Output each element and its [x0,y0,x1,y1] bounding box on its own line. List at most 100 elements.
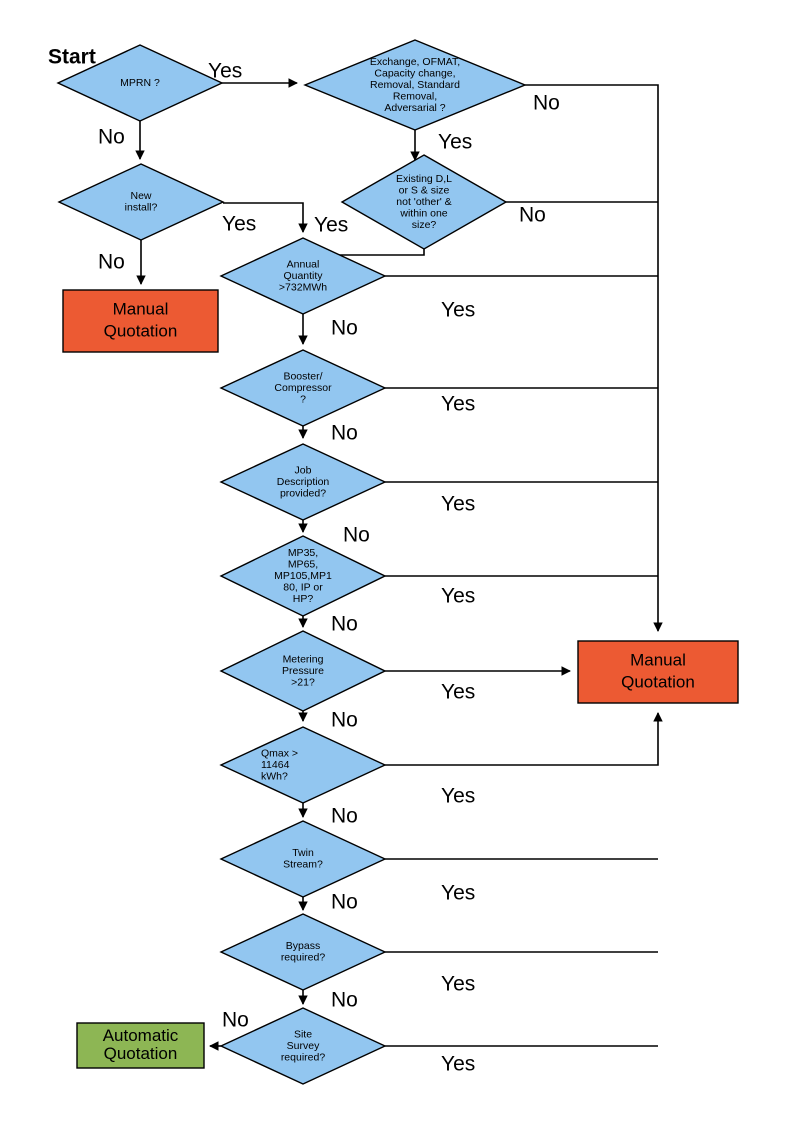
edge-label-annual-no: No [331,317,358,340]
decision-label-line: Capacity change, [374,67,455,79]
edge-label-exchange-yes: Yes [438,131,472,154]
decision-label-line: not 'other' & [396,196,451,208]
decision-shape [219,1007,387,1085]
decision-label-line: Survey [287,1040,320,1052]
flow-connector [223,202,308,233]
decision-node-booster-compressor[interactable]: Booster/Compressor? [219,349,387,427]
decision-label-line: Bypass [286,940,320,952]
decision-label-line: Job [295,464,312,476]
decision-shape [219,726,387,804]
decision-label-line: 80, IP or [283,581,323,593]
decision-label-line: Pressure [282,665,324,677]
decision-shape [56,44,224,122]
terminal-shape [62,289,219,353]
edge-label-site-survey-yes: Yes [441,1053,475,1076]
terminal-label-line: Quotation [621,672,695,691]
edge-label-mprn-yes: Yes [208,60,242,83]
decision-shape [219,237,387,315]
flow-connector [303,249,425,256]
decision-label-line: MP65, [288,558,318,570]
decision-label-line: MP35, [288,547,318,559]
decision-label-line: MPRN ? [120,77,160,89]
edge-label-existing-no: No [519,204,546,227]
decision-label-line: or S & size [399,184,450,196]
edge-label-booster-no: No [331,422,358,445]
decision-shape [57,163,225,241]
decision-shape [340,154,508,250]
nodes-layer: MPRN ?Exchange, OFMAT,Capacity change,Re… [56,39,739,1085]
edge-label-mp-yes: Yes [441,585,475,608]
flow-connector [525,84,663,632]
decision-shape [219,349,387,427]
decision-label-line: >732MWh [279,281,327,293]
decision-label-line: size? [412,219,437,231]
decision-shape [219,535,387,617]
decision-label-line: provided? [280,487,326,499]
decision-label-line: required? [281,952,326,964]
decision-label-line: required? [281,1051,326,1063]
edge-label-booster-yes: Yes [441,393,475,416]
decision-label-line: kWh? [261,770,288,782]
decision-label-line: Twin [292,847,314,859]
start-label: Start [48,46,96,69]
decision-node-exchange[interactable]: Exchange, OFMAT,Capacity change,Removal,… [303,39,527,131]
decision-label-line: 11464 [261,759,290,771]
edge-label-annual-yes: Yes [441,299,475,322]
edge-label-job-no: No [343,524,370,547]
edge-label-bypass-yes: Yes [441,973,475,996]
edge-label-mp-no: No [331,613,358,636]
decision-label-line: Adversarial ? [384,102,445,114]
decision-label-line: within one [399,207,447,219]
decision-label-line: New [130,190,151,202]
decision-label-line: Metering [283,653,324,665]
flow-connector [385,712,663,766]
decision-label-line: Quantity [283,270,323,282]
decision-node-mprn[interactable]: MPRN ? [56,44,224,122]
decision-label-line: HP? [293,593,314,605]
decision-label-line: Exchange, OFMAT, [370,56,460,68]
decision-shape [219,630,387,712]
terminal-label-line: Manual [630,650,686,669]
edge-label-qmax-yes: Yes [441,785,475,808]
decision-label-line: Removal, Standard [370,79,460,91]
decision-label-line: Removal, [393,90,437,102]
edge-label-bypass-no: No [331,989,358,1012]
connectors-layer [135,78,663,1051]
decision-label-line: Site [294,1028,312,1040]
edge-label-new-install-yes: Yes [222,213,256,236]
terminal-label-line: Automatic [103,1026,179,1045]
edge-label-qmax-no: No [331,805,358,828]
edge-label-metering-no: No [331,709,358,732]
terminal-label-line: Manual [113,299,169,318]
edge-label-site-survey-no: No [222,1009,249,1032]
edge-label-existing-yes: Yes [314,214,348,237]
decision-label-line: Booster/ [283,370,322,382]
edge-label-exchange-no: No [533,92,560,115]
decision-shape [219,820,387,898]
decision-label-line: Existing D,L [396,173,452,185]
decision-shape [303,39,527,131]
decision-label-line: >21? [291,676,315,688]
edge-label-new-install-no: No [98,251,125,274]
decision-label-line: Annual [287,258,320,270]
terminal-shape [577,640,739,704]
terminal-label-line: Quotation [104,1044,178,1063]
decision-label-line: Description [277,476,330,488]
decision-label-line: Qmax > [261,747,298,759]
decision-shape [219,913,387,991]
